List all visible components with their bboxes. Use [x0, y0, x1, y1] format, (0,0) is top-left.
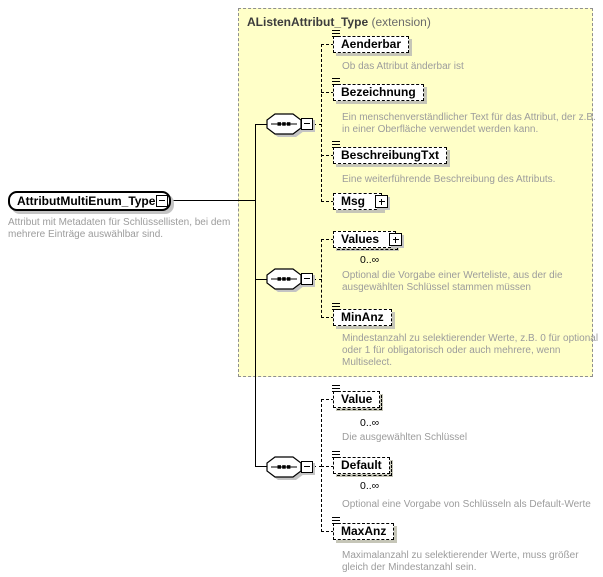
dash-stub-default: [321, 466, 334, 467]
element-description: Maximalanzahl zu selektierender Werte, m…: [342, 550, 579, 573]
dash-branch1-in: [313, 124, 322, 125]
element-name: BeschreibungTxt: [341, 148, 440, 162]
dash-stub-minanz: [321, 317, 334, 318]
element-description: Ein menschenverständlicher Text für das …: [342, 112, 596, 135]
dash-stub-value: [321, 399, 334, 400]
simple-content-icon: [332, 385, 340, 392]
element-name: Aenderbar: [341, 37, 402, 51]
dash-branch1-rail: [321, 44, 322, 202]
element-description: Eine weiterführende Beschreibung des Att…: [342, 174, 556, 185]
simple-content-icon: [332, 141, 340, 148]
simple-content-icon: [332, 451, 340, 458]
dash-branch3-in: [313, 466, 322, 467]
element-box-msg[interactable]: Msg: [333, 193, 388, 210]
dash-stub-maxanz: [321, 531, 334, 532]
sequence-icon[interactable]: [265, 455, 307, 483]
sequence-icon[interactable]: [265, 267, 307, 295]
cardinality-label: 0..∞: [360, 417, 380, 429]
element-box-bezeichnung[interactable]: Bezeichnung: [332, 78, 424, 101]
element-box-default[interactable]: Default: [332, 451, 392, 476]
dash-stub-bezeichnung: [321, 92, 334, 93]
connector-root-line: [158, 200, 255, 201]
simple-content-icon: [332, 517, 340, 524]
element-description: Ob das Attribut änderbar ist: [342, 61, 464, 72]
root-element-description: Attribut mit Metadaten für Schlüssellist…: [8, 217, 231, 240]
dash-stub-beschreibungtxt: [321, 155, 334, 156]
connector-branch1-stub: [255, 124, 269, 125]
root-element-box[interactable]: AttributMultiEnum_Type: [8, 191, 172, 211]
simple-content-icon: [332, 78, 340, 85]
cardinality-label: 0..∞: [360, 480, 380, 492]
cardinality-label: 0..∞: [360, 254, 380, 266]
sequence-icon[interactable]: [265, 112, 307, 140]
element-name: MaxAnz: [341, 524, 387, 538]
element-name: Bezeichnung: [341, 85, 416, 99]
element-box-beschreibungtxt[interactable]: BeschreibungTxt: [332, 141, 448, 164]
element-name: Default: [341, 458, 382, 472]
dash-stub-msg: [321, 201, 334, 202]
element-name: MinAnz: [341, 310, 384, 324]
expand-plus-icon[interactable]: [389, 233, 403, 246]
collapse-minus-icon[interactable]: [156, 195, 169, 207]
simple-content-icon: [332, 303, 340, 310]
dash-branch2-rail: [321, 239, 322, 318]
dash-stub-aenderbar: [321, 44, 334, 45]
element-description: Optional die Vorgabe einer Werteliste, a…: [342, 270, 563, 293]
connector-branch2-stub: [255, 279, 269, 280]
simple-content-icon: [332, 30, 340, 37]
collapse-minus-icon[interactable]: [301, 118, 313, 130]
connector-trunk-line: [255, 124, 256, 467]
element-description: Mindestanzahl zu selektierender Werte, z…: [342, 333, 599, 368]
connector-branch3-stub: [255, 466, 269, 467]
element-box-aenderbar[interactable]: Aenderbar: [332, 30, 410, 53]
expand-plus-icon[interactable]: [375, 195, 388, 208]
root-element-name: AttributMultiEnum_Type: [17, 194, 156, 208]
element-name: Msg: [341, 194, 365, 208]
element-description: Die ausgewählten Schlüssel: [342, 432, 468, 443]
element-name: Values: [341, 232, 380, 246]
element-description: Optional eine Vorgabe von Schlüsseln als…: [342, 499, 591, 510]
element-name: Value: [341, 392, 373, 406]
collapse-minus-icon[interactable]: [301, 461, 313, 473]
element-box-maxanz[interactable]: MaxAnz: [332, 517, 395, 540]
dash-branch3-rail: [321, 399, 322, 532]
dash-stub-values: [321, 239, 334, 240]
extension-block: AListenAttribut_Type (extension): [238, 8, 593, 377]
extension-type-name: AListenAttribut_Type: [247, 15, 369, 29]
collapse-minus-icon[interactable]: [301, 273, 313, 285]
element-box-value[interactable]: Value: [332, 385, 383, 410]
element-box-values[interactable]: Values: [333, 231, 403, 250]
extension-title: AListenAttribut_Type (extension): [247, 15, 431, 29]
element-box-minanz[interactable]: MinAnz: [332, 303, 392, 326]
dash-branch2-in: [313, 279, 322, 280]
